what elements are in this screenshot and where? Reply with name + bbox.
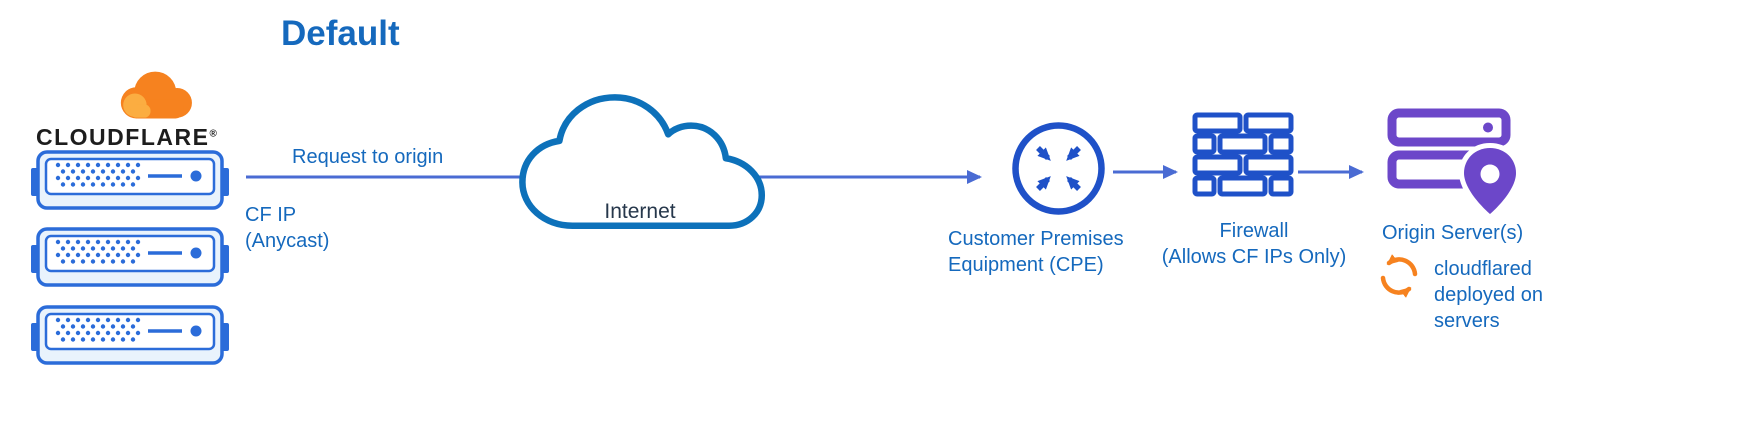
cpe-label: Customer Premises Equipment (CPE) (948, 228, 1124, 276)
firewall-icon (1192, 112, 1294, 197)
edge-server-icon (30, 305, 230, 367)
cloudflare-wordmark-text: CLOUDFLARE (36, 124, 210, 150)
cpe-icon (1012, 122, 1105, 215)
firewall-label: Firewall (Allows CF IPs Only) (1161, 220, 1347, 268)
edge-server-icon (30, 227, 230, 289)
registered-mark: ® (209, 128, 217, 140)
cloudflared-note: cloudflared deployed on servers (1434, 258, 1543, 332)
request-to-origin-label: Request to origin (292, 146, 444, 168)
cloudflared-sync-icon (1380, 254, 1418, 298)
diagram-title: Default (281, 14, 400, 53)
internet-label: Internet (604, 200, 676, 223)
origin-server-label: Origin Server(s) (1382, 222, 1524, 244)
cloudflare-cloud-icon (120, 71, 192, 119)
internet-cloud-icon (519, 94, 766, 230)
cloudflare-wordmark: CLOUDFLARE® (36, 124, 217, 151)
edge-server-icon (30, 150, 230, 212)
cf-ip-anycast-label: CF IP (Anycast) (245, 204, 330, 252)
origin-server-icon (1387, 108, 1522, 218)
